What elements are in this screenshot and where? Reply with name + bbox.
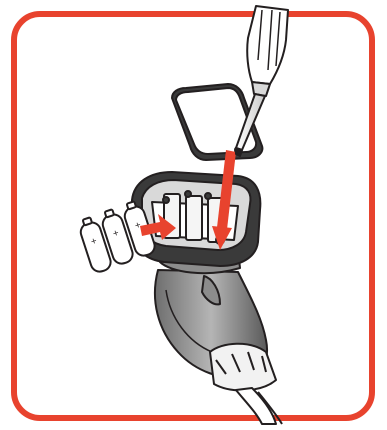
device-body-icon xyxy=(155,246,282,424)
screwdriver-icon xyxy=(236,6,288,156)
